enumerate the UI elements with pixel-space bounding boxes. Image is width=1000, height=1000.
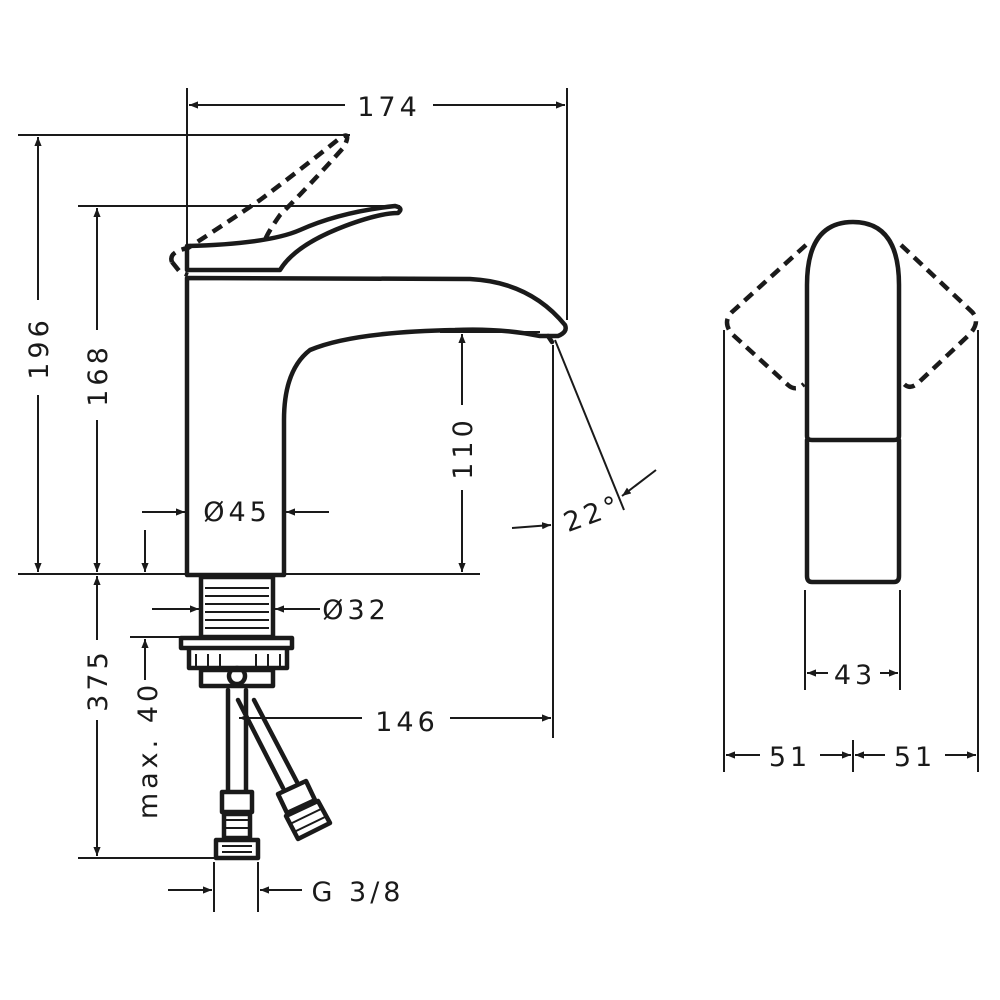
faucet-body-outline bbox=[184, 275, 568, 578]
dim-label-110: 110 bbox=[448, 416, 479, 480]
dim-label-51-left: 51 bbox=[769, 742, 811, 773]
dim-label-375: 375 bbox=[83, 648, 114, 712]
lever-raised-dashed bbox=[169, 133, 350, 263]
dim-label-43: 43 bbox=[834, 660, 876, 691]
angled-hose-fitting bbox=[275, 778, 333, 842]
dim-label-51-right: 51 bbox=[894, 742, 936, 773]
straight-hose bbox=[225, 687, 249, 793]
front-dimension-lines bbox=[723, 330, 979, 772]
lever-solid bbox=[184, 203, 403, 273]
mounting-nut bbox=[186, 647, 290, 671]
mounting-plate bbox=[178, 635, 295, 651]
dim-label-dia-32: Ø32 bbox=[322, 595, 390, 626]
side-dimension-labels: 174 196 168 110 Ø45 22° Ø32 375 max. 40 … bbox=[24, 92, 627, 908]
front-body bbox=[804, 437, 902, 585]
front-lever bbox=[804, 219, 902, 443]
shank-threads bbox=[205, 587, 269, 629]
front-lever-left-dashed bbox=[724, 243, 808, 391]
nut-center bbox=[226, 665, 248, 687]
faucet-side-view bbox=[169, 133, 568, 861]
front-lever-right-dashed bbox=[899, 243, 979, 389]
front-dimension-labels: 43 51 51 bbox=[769, 660, 936, 773]
straight-hose-fitting bbox=[213, 789, 261, 861]
dim-label-146: 146 bbox=[375, 707, 439, 738]
dim-label-angle-22: 22° bbox=[560, 489, 627, 539]
dim-label-dia-45: Ø45 bbox=[203, 497, 271, 528]
dim-label-196: 196 bbox=[24, 316, 55, 380]
straight-hose-knurl bbox=[222, 819, 252, 853]
lever-raised-dashed-tail bbox=[170, 260, 189, 278]
dim-label-max-40: max. 40 bbox=[133, 681, 164, 819]
side-dimension-lines bbox=[18, 88, 657, 912]
faucet-front-view bbox=[724, 219, 979, 585]
dim-label-thread: G 3/8 bbox=[312, 877, 405, 908]
dim-label-174: 174 bbox=[357, 92, 421, 123]
nut-teeth bbox=[195, 654, 281, 666]
dim-label-168: 168 bbox=[83, 343, 114, 407]
angled-hose-knurl bbox=[289, 808, 326, 833]
spout-lip bbox=[545, 333, 555, 345]
